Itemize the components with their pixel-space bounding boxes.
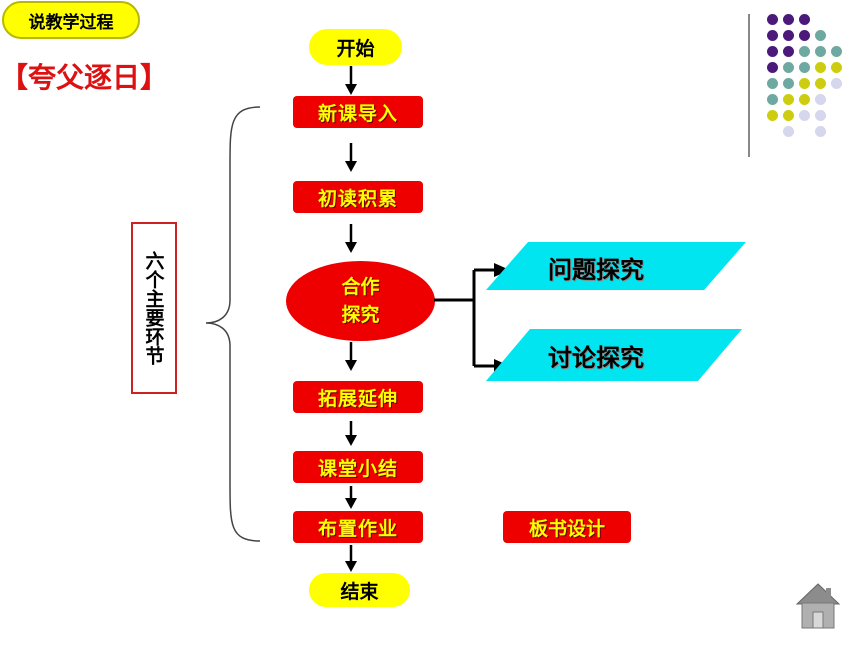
lesson-title: 【夸父逐日】 xyxy=(0,61,169,94)
arrow-down-icon xyxy=(345,486,357,509)
branch-problem-inquiry[interactable]: 问题探究 xyxy=(548,256,644,284)
home-icon[interactable] xyxy=(795,582,841,630)
decorative-dot-grid xyxy=(0,0,860,160)
step-cooperative-inquiry-label: 合作探究 xyxy=(341,276,380,326)
arrow-down-icon xyxy=(345,545,357,572)
arrow-down-icon xyxy=(345,224,357,253)
step-extension[interactable]: 拓展延伸 xyxy=(293,381,423,413)
step-first-reading[interactable]: 初读积累 xyxy=(293,181,423,213)
branch-problem-inquiry-shape xyxy=(486,242,746,290)
step-summary[interactable]: 课堂小结 xyxy=(293,451,423,483)
section-label-box: 六个主要环节 xyxy=(131,222,177,394)
flow-start: 开始 xyxy=(309,29,402,65)
arrow-down-icon xyxy=(345,342,357,371)
step-new-lesson[interactable]: 新课导入 xyxy=(293,96,423,128)
arrow-down-icon xyxy=(345,421,357,446)
arrow-down-icon xyxy=(345,143,357,172)
arrow-down-icon xyxy=(345,66,357,95)
step-homework[interactable]: 布置作业 xyxy=(293,511,423,543)
decorative-line xyxy=(748,14,750,157)
branch-discussion-inquiry-shape xyxy=(486,329,742,381)
section-brace xyxy=(205,106,261,542)
section-label-text: 六个主要环节 xyxy=(142,251,165,365)
branch-discussion-inquiry[interactable]: 讨论探究 xyxy=(548,344,644,372)
step-cooperative-inquiry[interactable]: 合作探究 xyxy=(286,261,435,341)
board-design-button[interactable]: 板书设计 xyxy=(503,511,631,543)
section-badge: 说教学过程 xyxy=(2,1,140,39)
flow-end: 结束 xyxy=(309,573,410,607)
